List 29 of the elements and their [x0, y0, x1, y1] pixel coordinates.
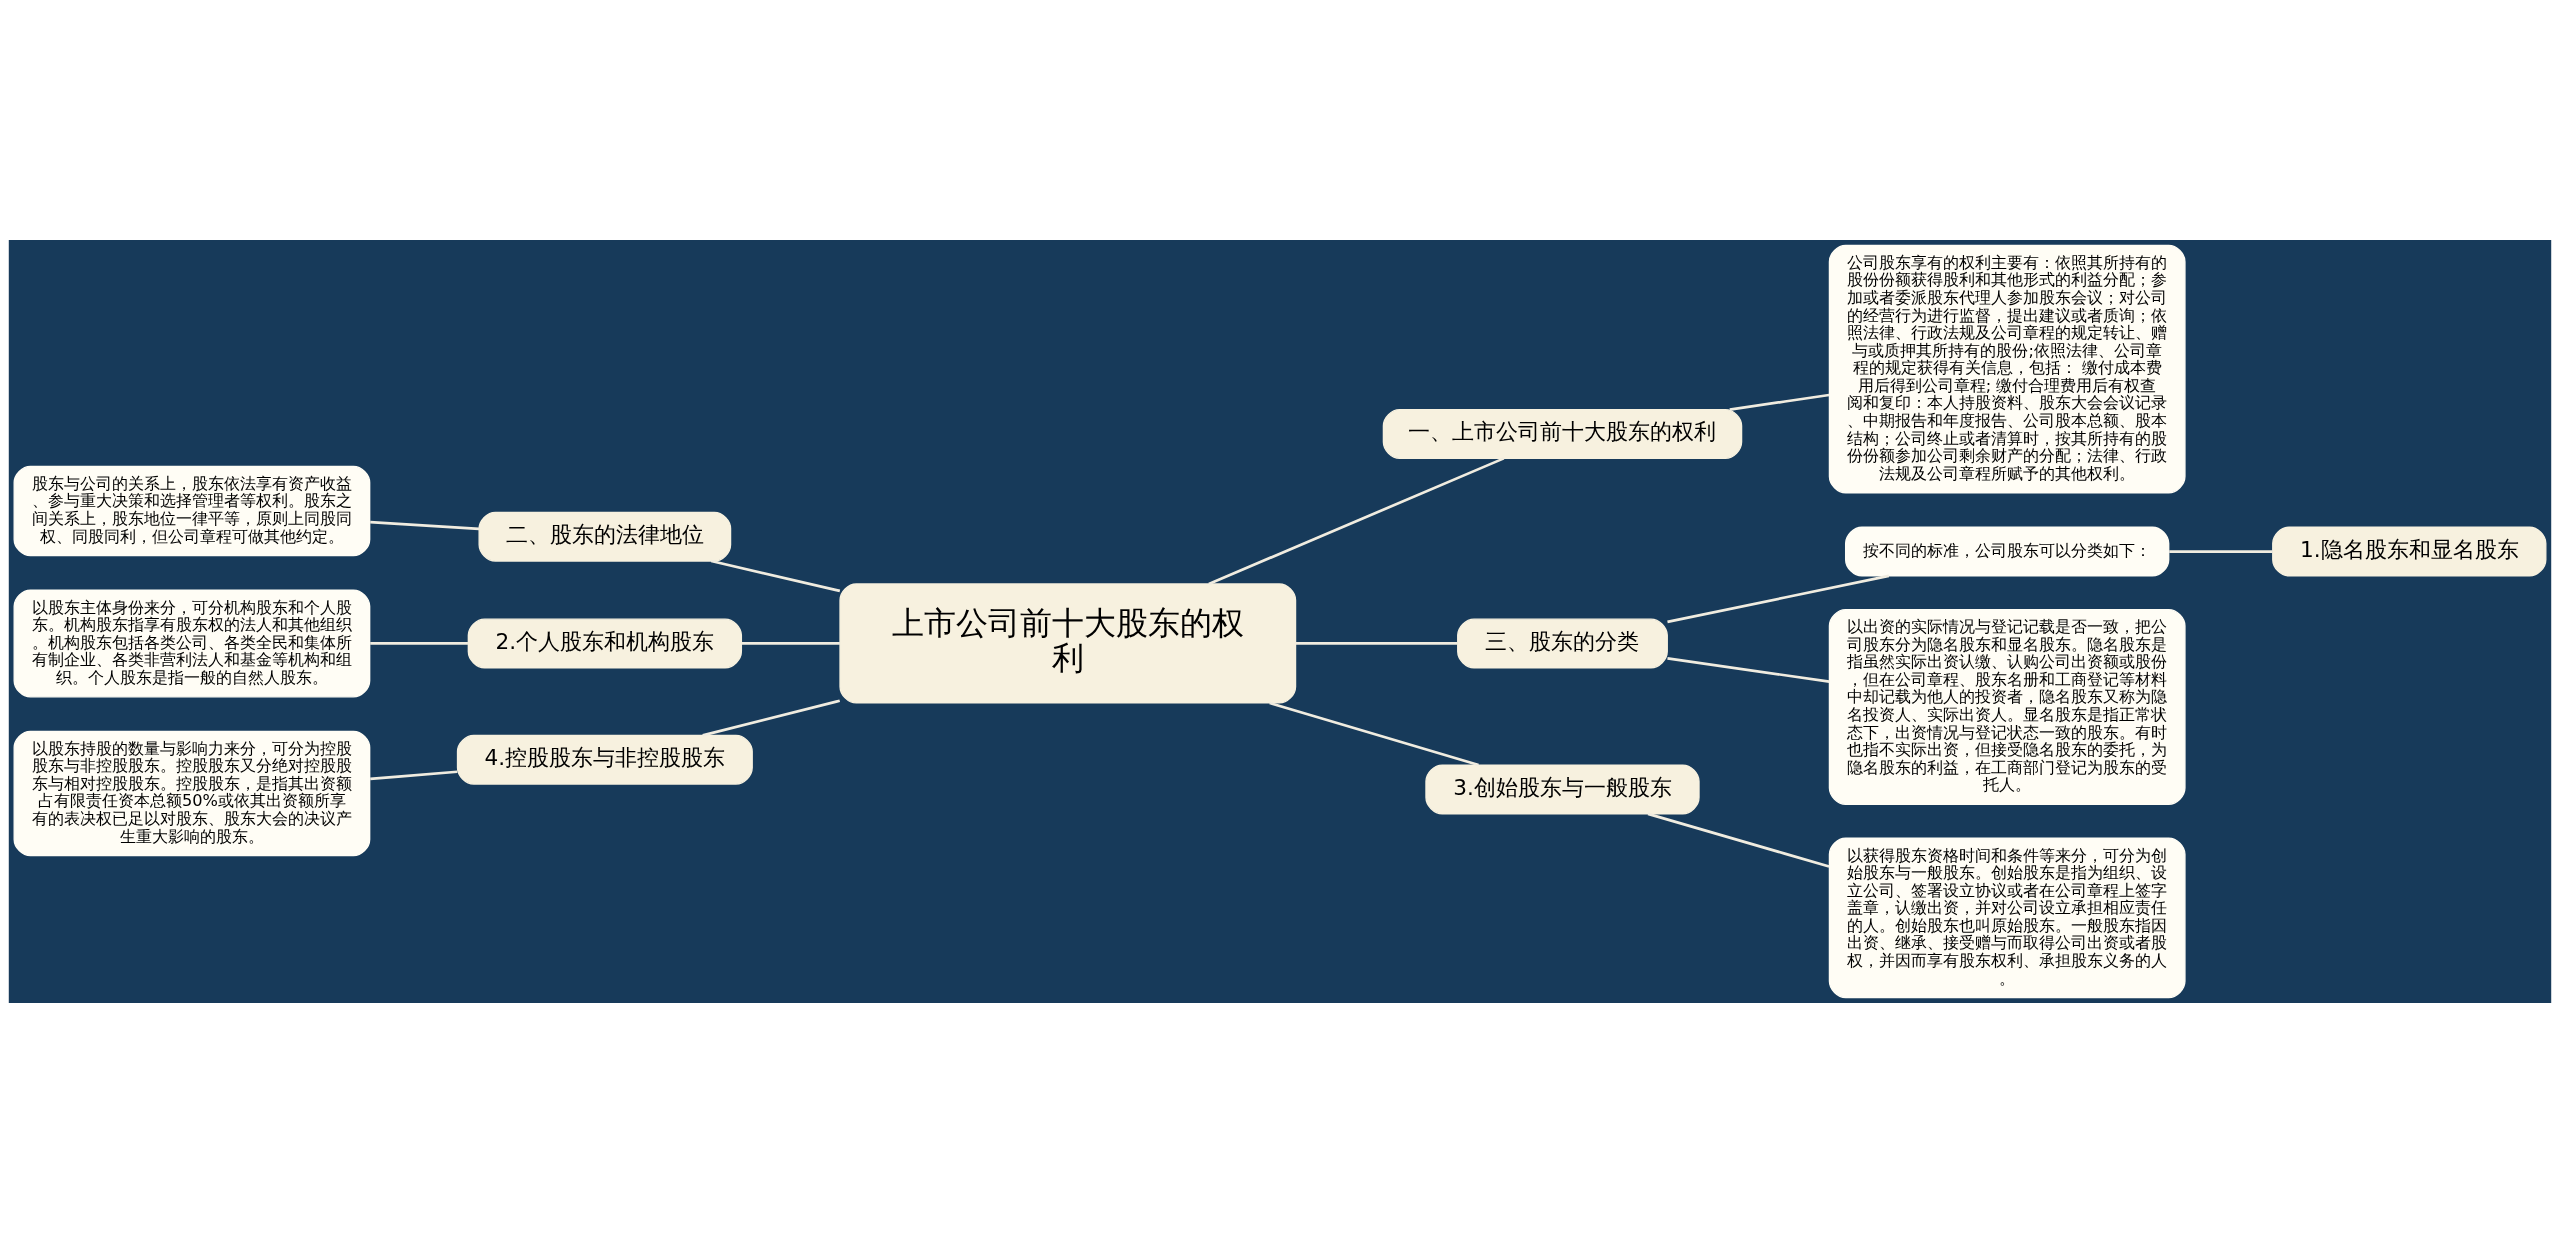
connector: [710, 559, 841, 593]
node-box: 4.控股股东与非控股股东: [456, 734, 753, 785]
connector: [1667, 574, 1890, 624]
connector: [370, 770, 458, 781]
node-box: 以获得股东资格时间和条件等来分，可分为创始股东与一般股东。创始股东是指为组织、设立公司、签署设立协议或者在公司章程上签字盖章，认缴出资，并对公司设立承担相应责任的人。创始股东也叫原始股东。一般股东指因出资、继承、接受赠与而取得公司出资或者股权，并因而享有股东权利、承担股东义务的人。: [1828, 837, 2186, 999]
connector: [370, 520, 480, 531]
node-box: 上市公司前十大股东的权利: [839, 583, 1297, 704]
node-box: 1.隐名股东和显名股东: [2272, 526, 2547, 577]
node-box: 三、股东的分类: [1457, 618, 1668, 669]
connector: [1667, 657, 1830, 683]
node-box: 公司股东享有的权利主要有：依照其所持有的股份份额获得股利和其他形式的利益分配；参加或者委派股东代理人参加股东会议；对公司的经营行为进行监督，提出建议或者质询；依照法律、行政法规及公司章程的规定转让、赠与或质押其所持有的股份;依照法律、公司章程的规定获得有关信息，包括： 缴付成本费用后得到公司章程; 缴付合理费用后有权查阅和复印：本人持股资料、股东大会会议记录、中期报告和年度报告、公司股本总额、股本结构；公司终止或者清算时，按其所持有的股份份额参加公司剩余财产的分配；法律、行政法规及公司章程所赋予的其他权利。: [1828, 244, 2186, 494]
node-box: 股东与公司的关系上，股东依法享有资产收益、参与重大决策和选择管理者等权利。股东之间关系上，股东地位一律平等，原则上同股同权、同股同利，但公司章程可做其他约定。: [13, 465, 371, 557]
connector: [1647, 812, 1830, 868]
node-box: 以股东主体身份来分，可分机构股东和个人股东。机构股东指享有股东权的法人和其他组织。机构股东包括各类公司、各类全民和集体所有制企业、各类非营利法人和基金等机构和组织。个人股东是指一般的自然人股东。: [13, 589, 371, 698]
node-box: 3.创始股东与一般股东: [1425, 764, 1700, 815]
node-box: 按不同的标准，公司股东可以分类如下：: [1845, 526, 2170, 577]
connector: [1208, 457, 1505, 586]
connector: [702, 699, 841, 737]
node-box: 2.个人股东和机构股东: [467, 618, 743, 669]
node-box: 以出资的实际情况与登记记载是否一致，把公司股东分为隐名股东和显名股东。隐名股东是指虽然实际出资认缴、认购公司出资额或股份，但在公司章程、股东名册和工商登记等材料中却记载为他人的投资者，隐名股东又称为隐名投资人、实际出资人。显名股东是指正常状态下，出资情况与登记状态一致的股东。有时也指不实际出资，但接受隐名股东的委托，为隐名股东的利益，在工商部门登记为股东的受托人。: [1828, 609, 2186, 805]
node-box: 一、上市公司前十大股东的权利: [1382, 408, 1743, 459]
connector: [1729, 393, 1830, 411]
connector: [741, 642, 840, 645]
node-box: 二、股东的法律地位: [478, 511, 732, 562]
node-box: 以股东持股的数量与影响力来分，可分为控股股东与非控股股东。控股股东又分绝对控股股东与相对控股股东。控股股东，是指其出资额占有限责任资本总额50%或依其出资额所享有的表决权已足以对股东、股东大会的决议产生重大影响的股东。: [13, 730, 371, 857]
connector: [1295, 642, 1458, 645]
connector: [370, 642, 468, 645]
connector: [1269, 701, 1479, 767]
connector: [2169, 550, 2273, 553]
